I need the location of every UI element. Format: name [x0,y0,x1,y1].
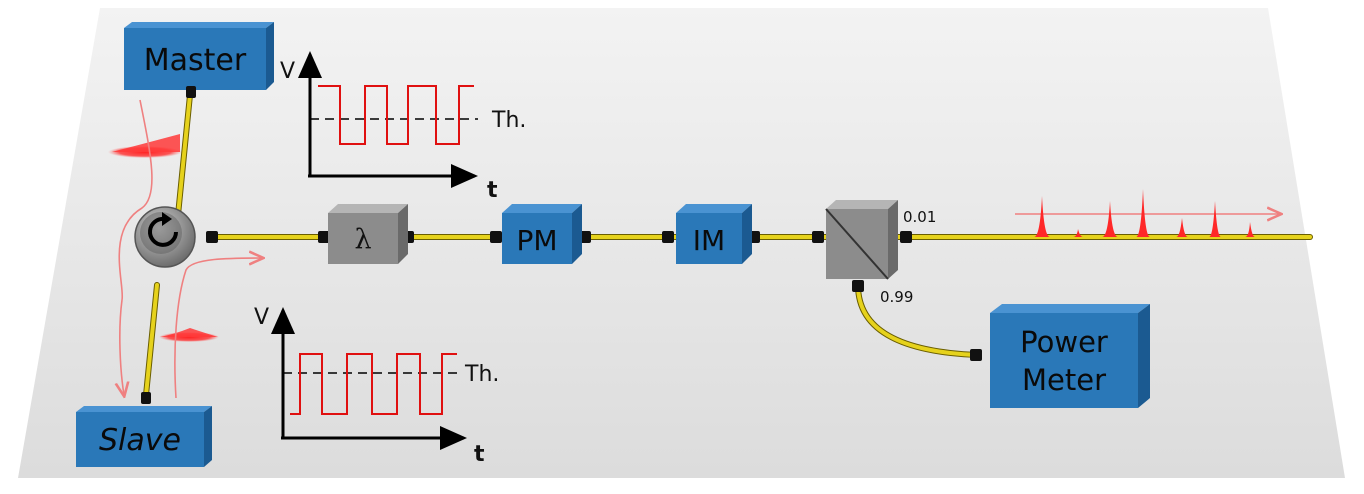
bottom-plot-y-label: V [254,305,269,330]
circulator [134,206,196,268]
pulse-master-peak [112,134,180,152]
top-plot: V t Th. [280,51,526,203]
train-pulse [1176,218,1188,237]
train-pulse [1245,222,1255,237]
power-meter-label-1: Power [1020,325,1108,359]
train-pulse [1209,201,1221,237]
fiber-master [176,93,192,217]
slave-label: Slave [99,423,181,458]
pulse-train [1015,189,1280,237]
meter-ratio: 0.99 [880,288,913,306]
bottom-plot-signal [290,353,457,415]
power-meter-box: Power Meter [990,304,1150,408]
top-plot-threshold-label: Th. [491,108,526,133]
power-meter-label-2: Meter [1022,363,1106,397]
slave-box: Slave [76,406,212,467]
circular-arrow-icon [148,212,178,247]
train-pulse [1034,196,1050,237]
train-pulse [1073,229,1083,237]
im-label: IM [693,224,725,257]
master-box: Master [124,22,274,90]
bottom-plot-threshold-label: Th. [464,362,499,387]
master-label: Master [144,43,247,78]
beam-splitter [825,200,898,280]
bottom-plot: V t Th. [254,305,499,467]
top-plot-x-label: t [487,178,498,203]
output-ratio: 0.01 [903,208,936,226]
fiber-slave [144,283,159,397]
pm-label: PM [516,224,557,257]
train-pulse [1102,201,1118,237]
lambda-label: λ [354,224,371,255]
wavelength-box: λ [328,204,408,264]
pulse-slave-peak [160,328,218,337]
top-plot-y-label: V [280,59,295,84]
fiber-power-meter [856,283,980,357]
bottom-plot-x-label: t [474,442,485,467]
flow-arrows [119,99,262,398]
im-box: IM [676,204,752,264]
train-pulse [1136,189,1150,237]
pm-box: PM [502,204,582,264]
top-plot-signal [318,85,474,145]
